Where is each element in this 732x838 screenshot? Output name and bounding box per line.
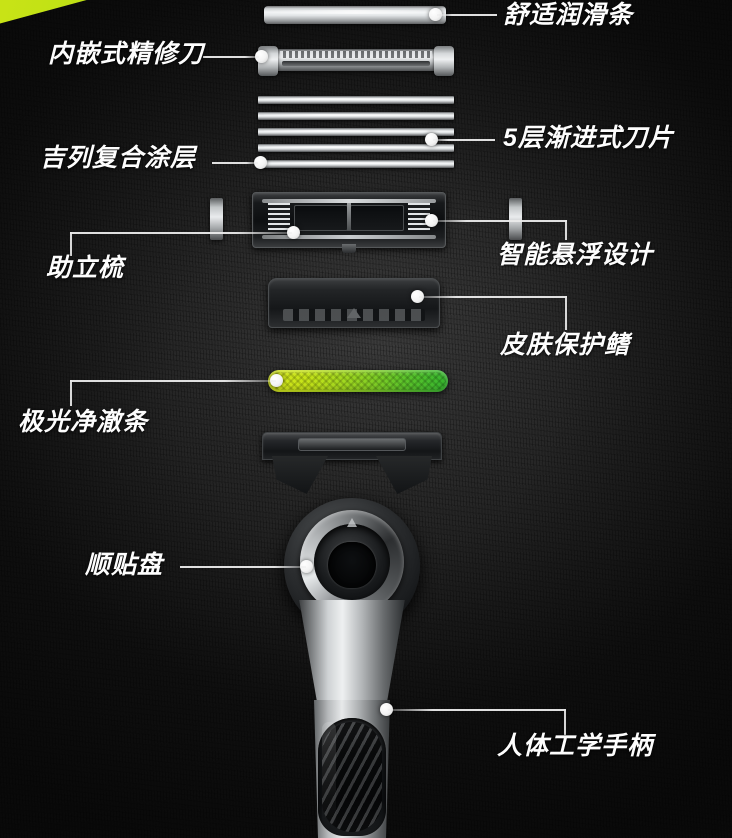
callout-dot-lubricating-strip xyxy=(429,8,442,21)
callout-label-aurora-strip: 极光净澈条 xyxy=(18,408,149,436)
blade-5 xyxy=(258,160,454,168)
blade-4 xyxy=(258,144,454,152)
callout-label-precision-trimmer: 内嵌式精修刀 xyxy=(48,40,205,68)
blade-1 xyxy=(258,96,454,104)
housing-center-pin xyxy=(347,203,351,231)
trimmer-cap-right xyxy=(434,46,454,76)
leader-line-handle-h xyxy=(388,709,566,711)
housing-window-right xyxy=(350,205,404,231)
callout-dot-aurora-strip xyxy=(270,374,283,387)
handle-grip-ridges xyxy=(322,722,382,832)
skin-guard-fin-part xyxy=(268,278,440,328)
callout-label-lift-comb: 助立梳 xyxy=(46,254,125,282)
housing-clip-right xyxy=(509,198,522,240)
precision-trimmer-part xyxy=(258,46,454,78)
housing-bottom-nub xyxy=(342,244,356,253)
callout-label-lubricating-strip: 舒适润滑条 xyxy=(503,1,634,29)
callout-label-suspension-design: 智能悬浮设计 xyxy=(497,241,654,269)
callout-dot-lift-comb xyxy=(287,226,300,239)
cartridge-connector-part xyxy=(262,432,442,494)
aurora-strip-part xyxy=(268,370,448,392)
leader-line-suspension-v xyxy=(565,220,567,240)
trimmer-teeth xyxy=(280,51,432,58)
leader-line-aurora-h xyxy=(70,380,276,382)
callout-label-pivot-disc: 顺贴盘 xyxy=(85,551,164,579)
leader-line-lift-comb-h xyxy=(70,232,292,234)
suspension-housing-part xyxy=(252,192,446,253)
leader-line-pivot-disc xyxy=(180,566,306,568)
housing-rail-top xyxy=(262,199,436,203)
callout-label-ergonomic-handle: 人体工学手柄 xyxy=(497,732,654,760)
callout-label-gillette-coating: 吉列复合涂层 xyxy=(40,144,197,172)
leader-line-suspension-h xyxy=(433,220,567,222)
leader-line-lift-comb-v xyxy=(70,232,72,256)
callout-dot-skin-guard-fin xyxy=(411,290,424,303)
leader-line-gillette-coating xyxy=(212,162,258,164)
connector-latch xyxy=(298,438,406,451)
handle-neck xyxy=(299,600,405,710)
callout-dot-gillette-coating xyxy=(254,156,267,169)
housing-rail-bottom xyxy=(262,235,436,239)
leader-line-precision-trimmer xyxy=(203,56,259,58)
leader-line-handle-v xyxy=(564,709,566,735)
housing-window-left xyxy=(294,205,348,231)
disc-center-hole xyxy=(328,542,376,588)
callout-dot-suspension-design xyxy=(425,214,438,227)
housing-comb-right xyxy=(408,203,430,231)
leader-line-skin-guard-h xyxy=(419,296,567,298)
blade-2 xyxy=(258,112,454,120)
leader-line-skin-guard-v xyxy=(565,296,567,330)
callout-label-skin-guard-fin: 皮肤保护鳍 xyxy=(500,331,631,359)
lubricating-strip-part xyxy=(264,6,446,24)
handle-grip xyxy=(318,718,386,836)
leader-line-lubricating-strip xyxy=(437,14,497,16)
leader-line-aurora-v xyxy=(70,380,72,406)
blade-stack xyxy=(258,96,454,168)
housing-comb-left xyxy=(268,203,290,231)
disc-top-notch xyxy=(347,518,357,527)
callout-dot-ergonomic-handle xyxy=(380,703,393,716)
aurora-strip-mesh xyxy=(270,372,446,390)
housing-clip-left xyxy=(210,198,223,240)
callout-dot-precision-trimmer xyxy=(255,50,268,63)
callout-dot-five-blades xyxy=(425,133,438,146)
handle-grip-highlight xyxy=(322,722,336,830)
trimmer-slot xyxy=(282,61,430,66)
blade-3 xyxy=(258,128,454,136)
guard-center-tip xyxy=(347,308,361,318)
connector-wing-left xyxy=(272,456,328,494)
callout-dot-pivot-disc xyxy=(300,560,313,573)
callout-label-five-blades: 5层渐进式刀片 xyxy=(503,124,674,152)
leader-line-five-blades xyxy=(433,139,495,141)
connector-wing-right xyxy=(376,456,432,494)
